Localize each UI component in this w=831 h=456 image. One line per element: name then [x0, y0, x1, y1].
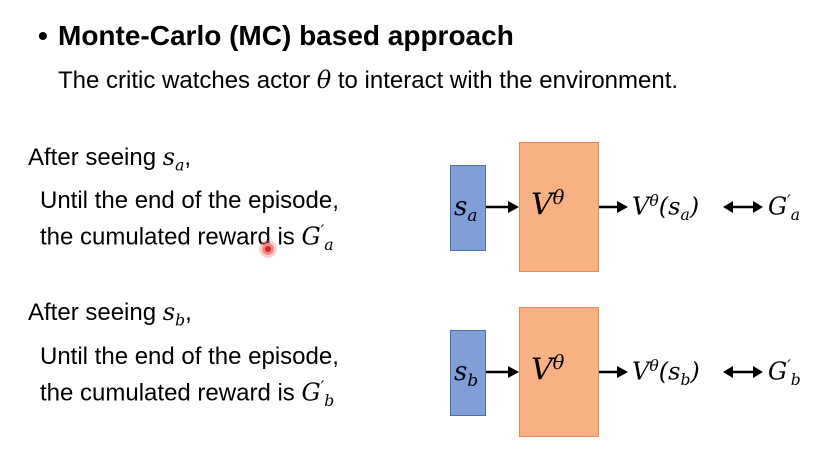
- critic-b-label: Vθ: [531, 351, 565, 388]
- example-b-after-seeing: After seeing sb,: [28, 298, 192, 330]
- example-b-line1: Until the end of the episode,: [40, 343, 339, 370]
- laser-pointer-icon: [262, 243, 274, 255]
- critic-b-output: Vθ(sb): [632, 357, 700, 390]
- reward-a-label: G′a: [768, 192, 801, 225]
- critic-a-output: Vθ(sa): [632, 192, 700, 225]
- double-arrow-icon: [723, 366, 763, 378]
- heading-text: Monte-Carlo (MC) based approach: [58, 20, 514, 51]
- critic-b-box: [519, 307, 599, 437]
- subtitle: The critic watches actor θ to interact w…: [58, 66, 679, 94]
- example-a-line2: the cumulated reward is G′a: [40, 222, 334, 255]
- arrow-icon: [599, 366, 628, 378]
- bullet-icon: •: [38, 20, 48, 51]
- critic-a-label: Vθ: [531, 186, 565, 223]
- state-a-box: [450, 165, 486, 251]
- slide-heading: • Monte-Carlo (MC) based approach: [38, 20, 514, 52]
- arrow-icon: [599, 201, 628, 213]
- critic-a-box: [519, 142, 599, 272]
- state-b-box: [450, 330, 486, 416]
- example-b-line2: the cumulated reward is G′b: [40, 378, 335, 411]
- example-a-after-seeing: After seeing sa,: [28, 143, 192, 175]
- double-arrow-icon: [723, 201, 763, 213]
- arrow-icon: [486, 366, 519, 378]
- arrow-icon: [486, 201, 519, 213]
- state-b-label: sb: [454, 357, 479, 390]
- example-a-line1: Until the end of the episode,: [40, 187, 339, 214]
- reward-b-label: G′b: [768, 357, 801, 390]
- state-a-label: sa: [454, 192, 478, 225]
